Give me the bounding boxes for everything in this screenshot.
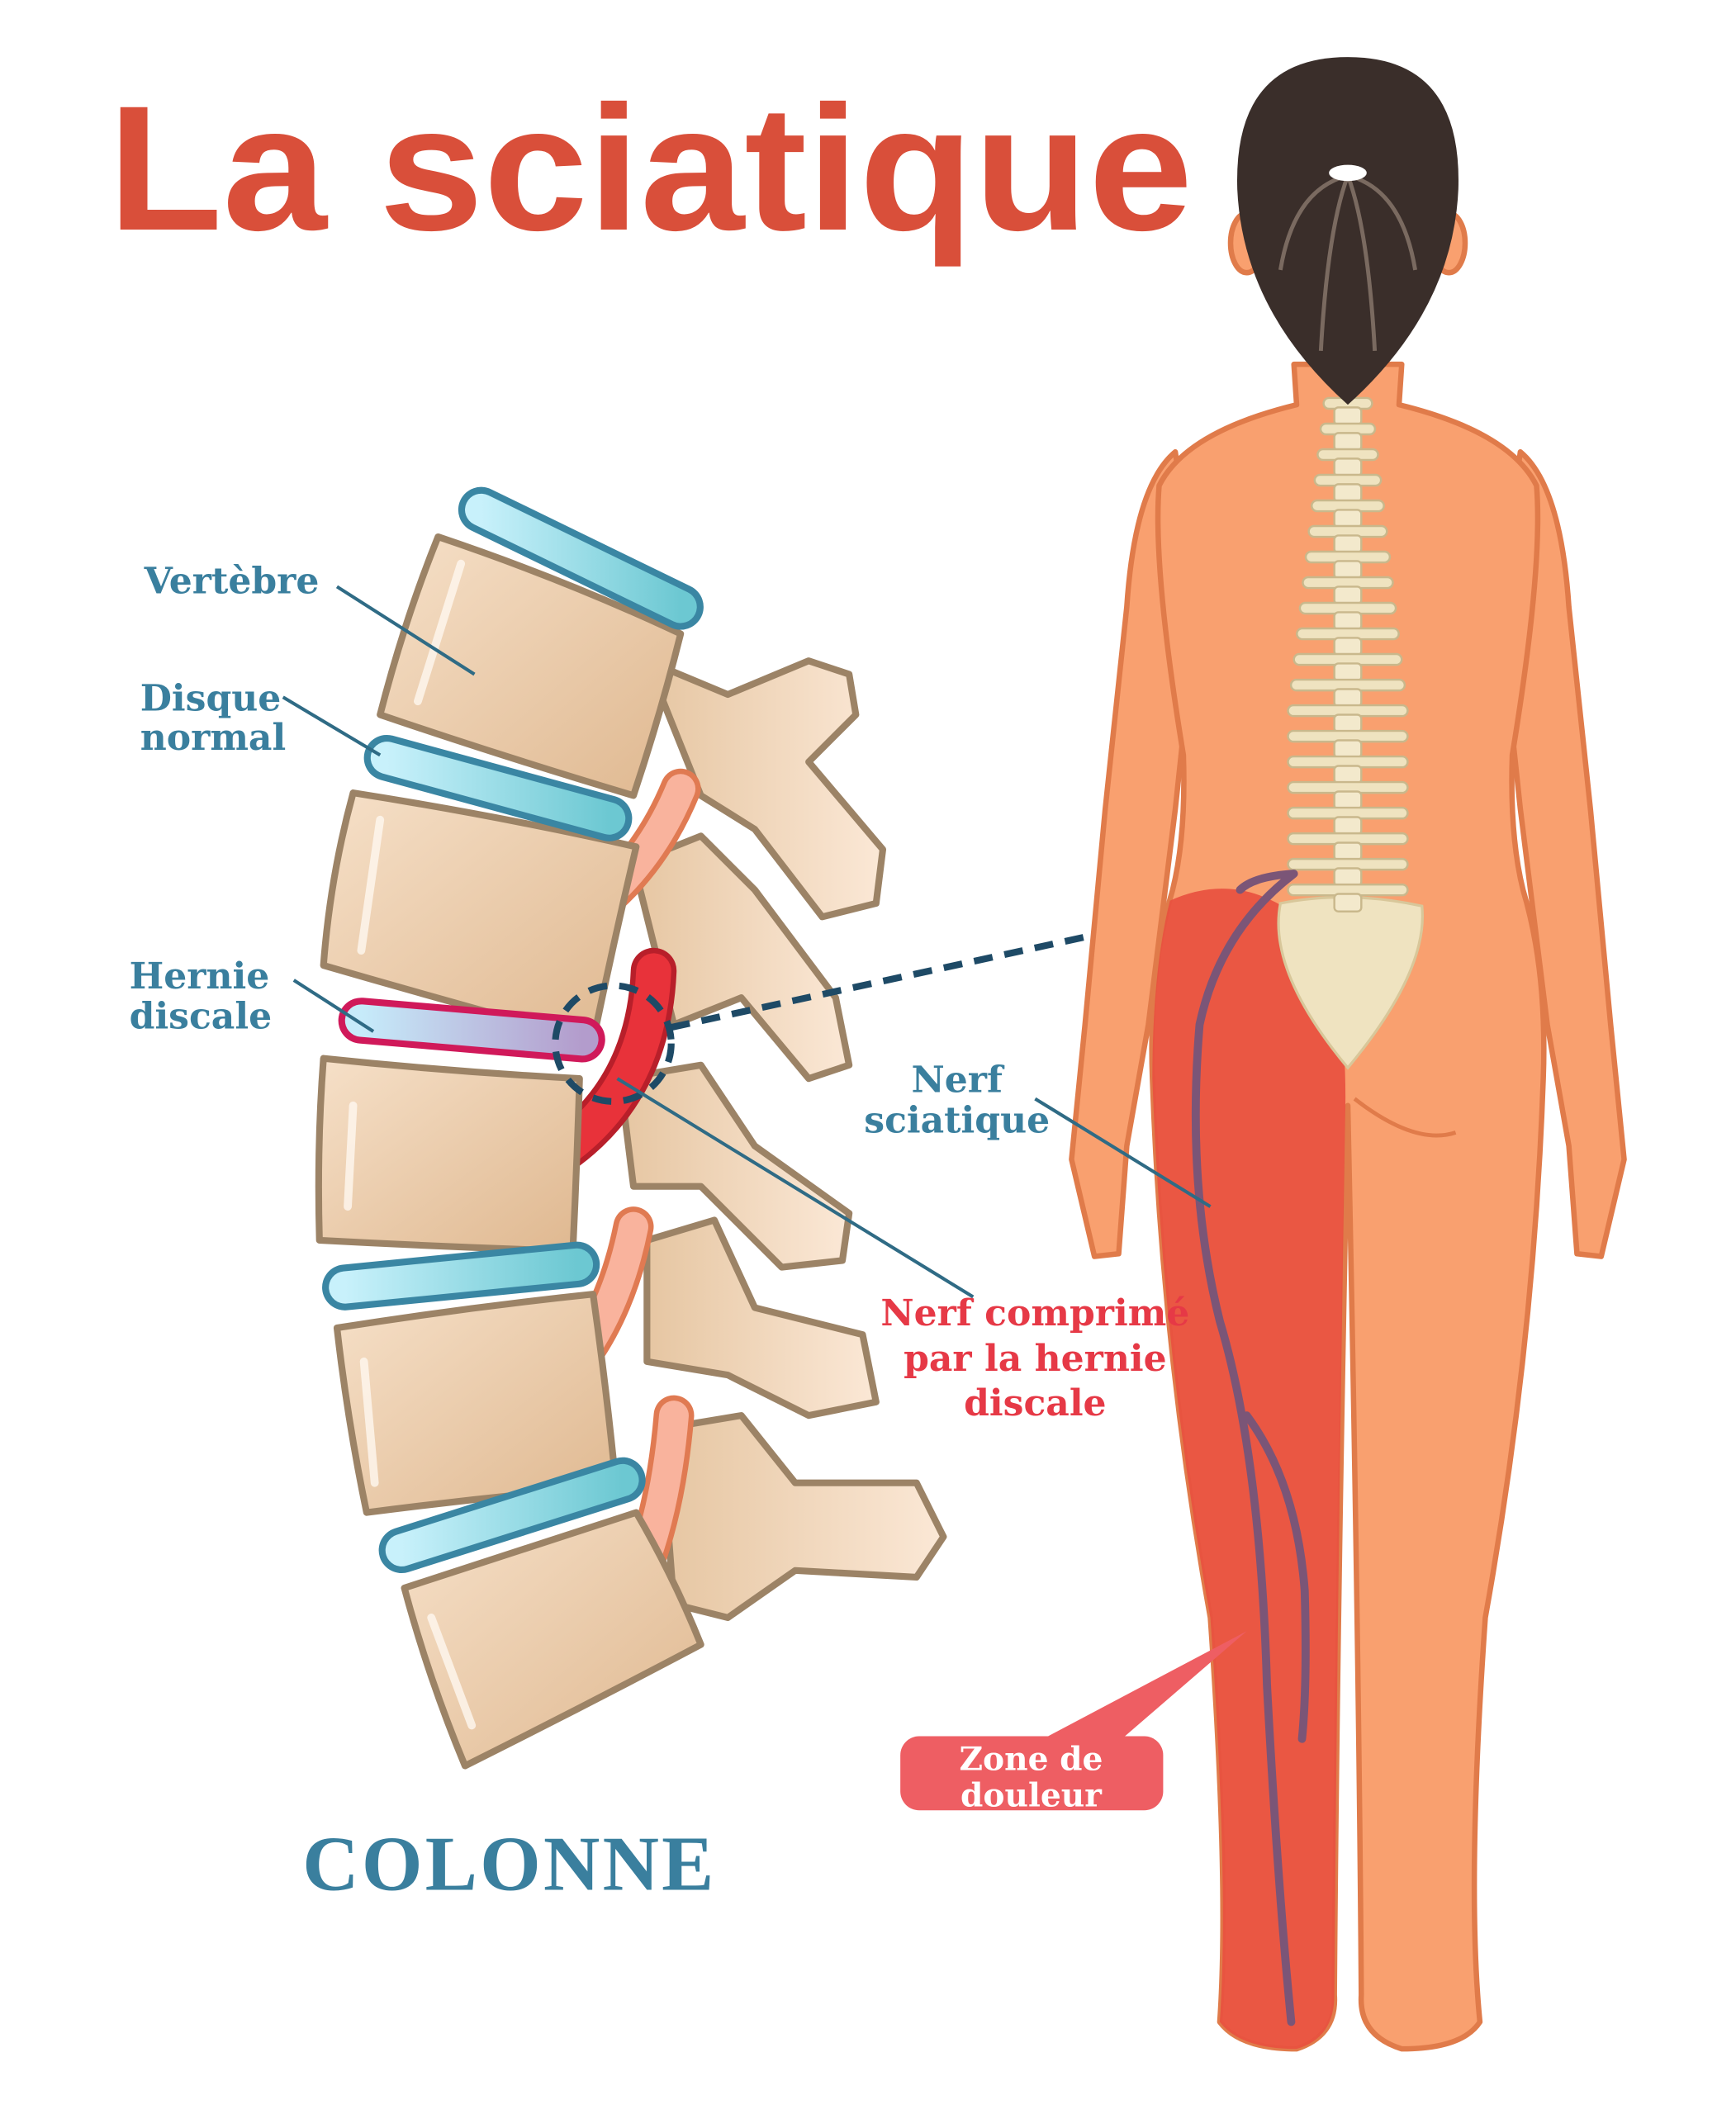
spine-vertebra-body — [1333, 790, 1363, 810]
spine-vertebra-body — [1333, 432, 1363, 452]
hair-icon — [1236, 57, 1459, 405]
label-sciatic-nerve-1: Nerf — [911, 1059, 1004, 1101]
spine-caption: COLONNE — [302, 1822, 716, 1908]
right-arm — [1496, 448, 1627, 1259]
label-vertebra: Vertèbre — [144, 561, 320, 603]
spine-vertebra-body — [1333, 713, 1363, 733]
hair-strands — [1278, 173, 1418, 351]
label-normal-disc-1: Disque — [140, 678, 282, 720]
sciatic-nerve — [1191, 870, 1310, 2026]
pain-zone-badge: Zone de douleur — [900, 1631, 1247, 1814]
spine-vertebra-body — [1333, 611, 1363, 631]
normal-discs — [322, 486, 704, 1574]
spine-vertebra-body — [1333, 893, 1363, 912]
spine-vertebra-body — [1333, 841, 1363, 861]
spine-vertebra-body — [1333, 560, 1363, 580]
label-herniated-disc-1: Hernie — [130, 955, 270, 998]
left-arm — [1069, 448, 1200, 1259]
compression-highlight-circle — [552, 982, 675, 1105]
spine-vertebra-body — [1333, 585, 1363, 605]
page-title: La sciatique — [108, 69, 1193, 268]
spine-vertebra-body — [1333, 816, 1363, 836]
spine-vertebra-body — [1333, 662, 1363, 682]
label-normal-disc-2: normal — [140, 717, 287, 759]
label-sciatic-nerve-2: sciatique — [864, 1099, 1050, 1141]
spine-vertebra-body — [1333, 457, 1363, 477]
pain-zone-label-1: Zone de — [959, 1740, 1103, 1778]
human-body-back-view — [1069, 57, 1627, 2052]
label-compressed-nerve-2: par la hernie — [904, 1338, 1167, 1380]
spine-vertebra-body — [1333, 765, 1363, 784]
buttocks-line — [1353, 1097, 1457, 1138]
spine-vertebra-body — [1333, 867, 1363, 887]
spine-vertebra-body — [1333, 534, 1363, 554]
hair-tie — [1329, 164, 1367, 182]
spine-vertebra-body — [1333, 688, 1363, 708]
pain-zone-label-2: douleur — [960, 1776, 1103, 1814]
label-compressed-nerve-3: discale — [964, 1382, 1106, 1424]
spine-vertebra-body — [1333, 509, 1363, 528]
spine-vertebra-body — [1333, 483, 1363, 503]
spinal-column — [1287, 396, 1409, 912]
vertebra-highlights — [344, 559, 477, 1730]
spine-vertebra-body — [1333, 739, 1363, 759]
spine-vertebra-body — [1333, 637, 1363, 656]
herniated-disc — [338, 998, 605, 1063]
label-compressed-nerve-1: Nerf comprimé — [880, 1292, 1189, 1334]
label-herniated-disc-2: discale — [130, 996, 272, 1038]
spine-vertebra-body — [1333, 406, 1363, 426]
leader-lines — [282, 585, 1212, 1299]
